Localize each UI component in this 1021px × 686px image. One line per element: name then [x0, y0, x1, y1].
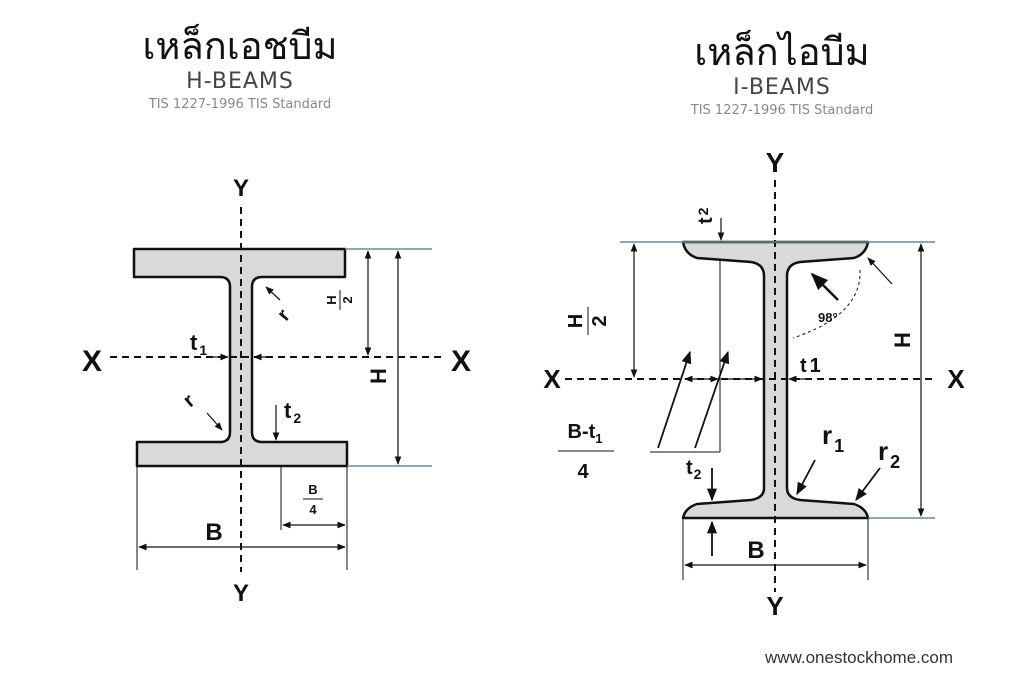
h-beam-r-upper-label: r [273, 305, 295, 325]
i-beam-angle-label: 98° [818, 310, 838, 325]
i-beam-h-label: H [890, 332, 915, 348]
h-beam-h-label: H [366, 368, 391, 384]
website-footer: www.onestockhome.com [764, 648, 953, 667]
h-beam-x-left-label: X [82, 345, 102, 378]
i-beam-x-left-label: X [543, 364, 561, 394]
i-beam-standard: TIS 1227-1996 TIS Standard [690, 103, 874, 118]
h-beam-x-right-label: X [451, 345, 471, 378]
i-beam-header: เหล็กไอบีม I-BEAMS TIS 1227-1996 TIS Sta… [582, 30, 982, 120]
h-beam-y-bottom-label: Y [233, 580, 249, 607]
h-beam-b4-numerator: B [308, 482, 317, 497]
h-beam-header: เหล็กเอชบีม H-BEAMS TIS 1227-1996 TIS St… [40, 24, 440, 114]
i-beam-t2-top-label: t2 [695, 207, 717, 224]
i-beam-y-top-label: Y [766, 147, 785, 178]
i-beam-bt-numerator: B-t1 [568, 421, 603, 446]
i-beam-t2-bottom-label: t2 [686, 457, 702, 482]
h-beam-h-half-denominator: 2 [340, 296, 355, 303]
i-beam-bt-denominator: 4 [577, 461, 589, 483]
h-beam-h-half-numerator: H [324, 295, 339, 304]
i-beam-h-half-numerator: H [565, 314, 587, 328]
h-beam-standard: TIS 1227-1996 TIS Standard [148, 97, 332, 112]
i-beam-title-thai: เหล็กไอบีม [694, 30, 870, 74]
h-beam-b-label: B [205, 519, 222, 546]
h-beam-title-english: H-BEAMS [186, 69, 294, 94]
i-beam-x-right-label: X [947, 364, 965, 394]
i-beam-title-english: I-BEAMS [733, 75, 831, 100]
h-beam-r-lower-label: r [179, 390, 199, 412]
i-beam-b-label: B [747, 537, 764, 564]
i-beam-h-half-denominator: 2 [589, 315, 611, 326]
h-beam-title-thai: เหล็กเอชบีม [142, 24, 338, 68]
h-beam-b4-denominator: 4 [309, 502, 317, 517]
i-beam-y-bottom-label: Y [766, 591, 783, 621]
h-beam-y-top-label: Y [233, 175, 249, 202]
